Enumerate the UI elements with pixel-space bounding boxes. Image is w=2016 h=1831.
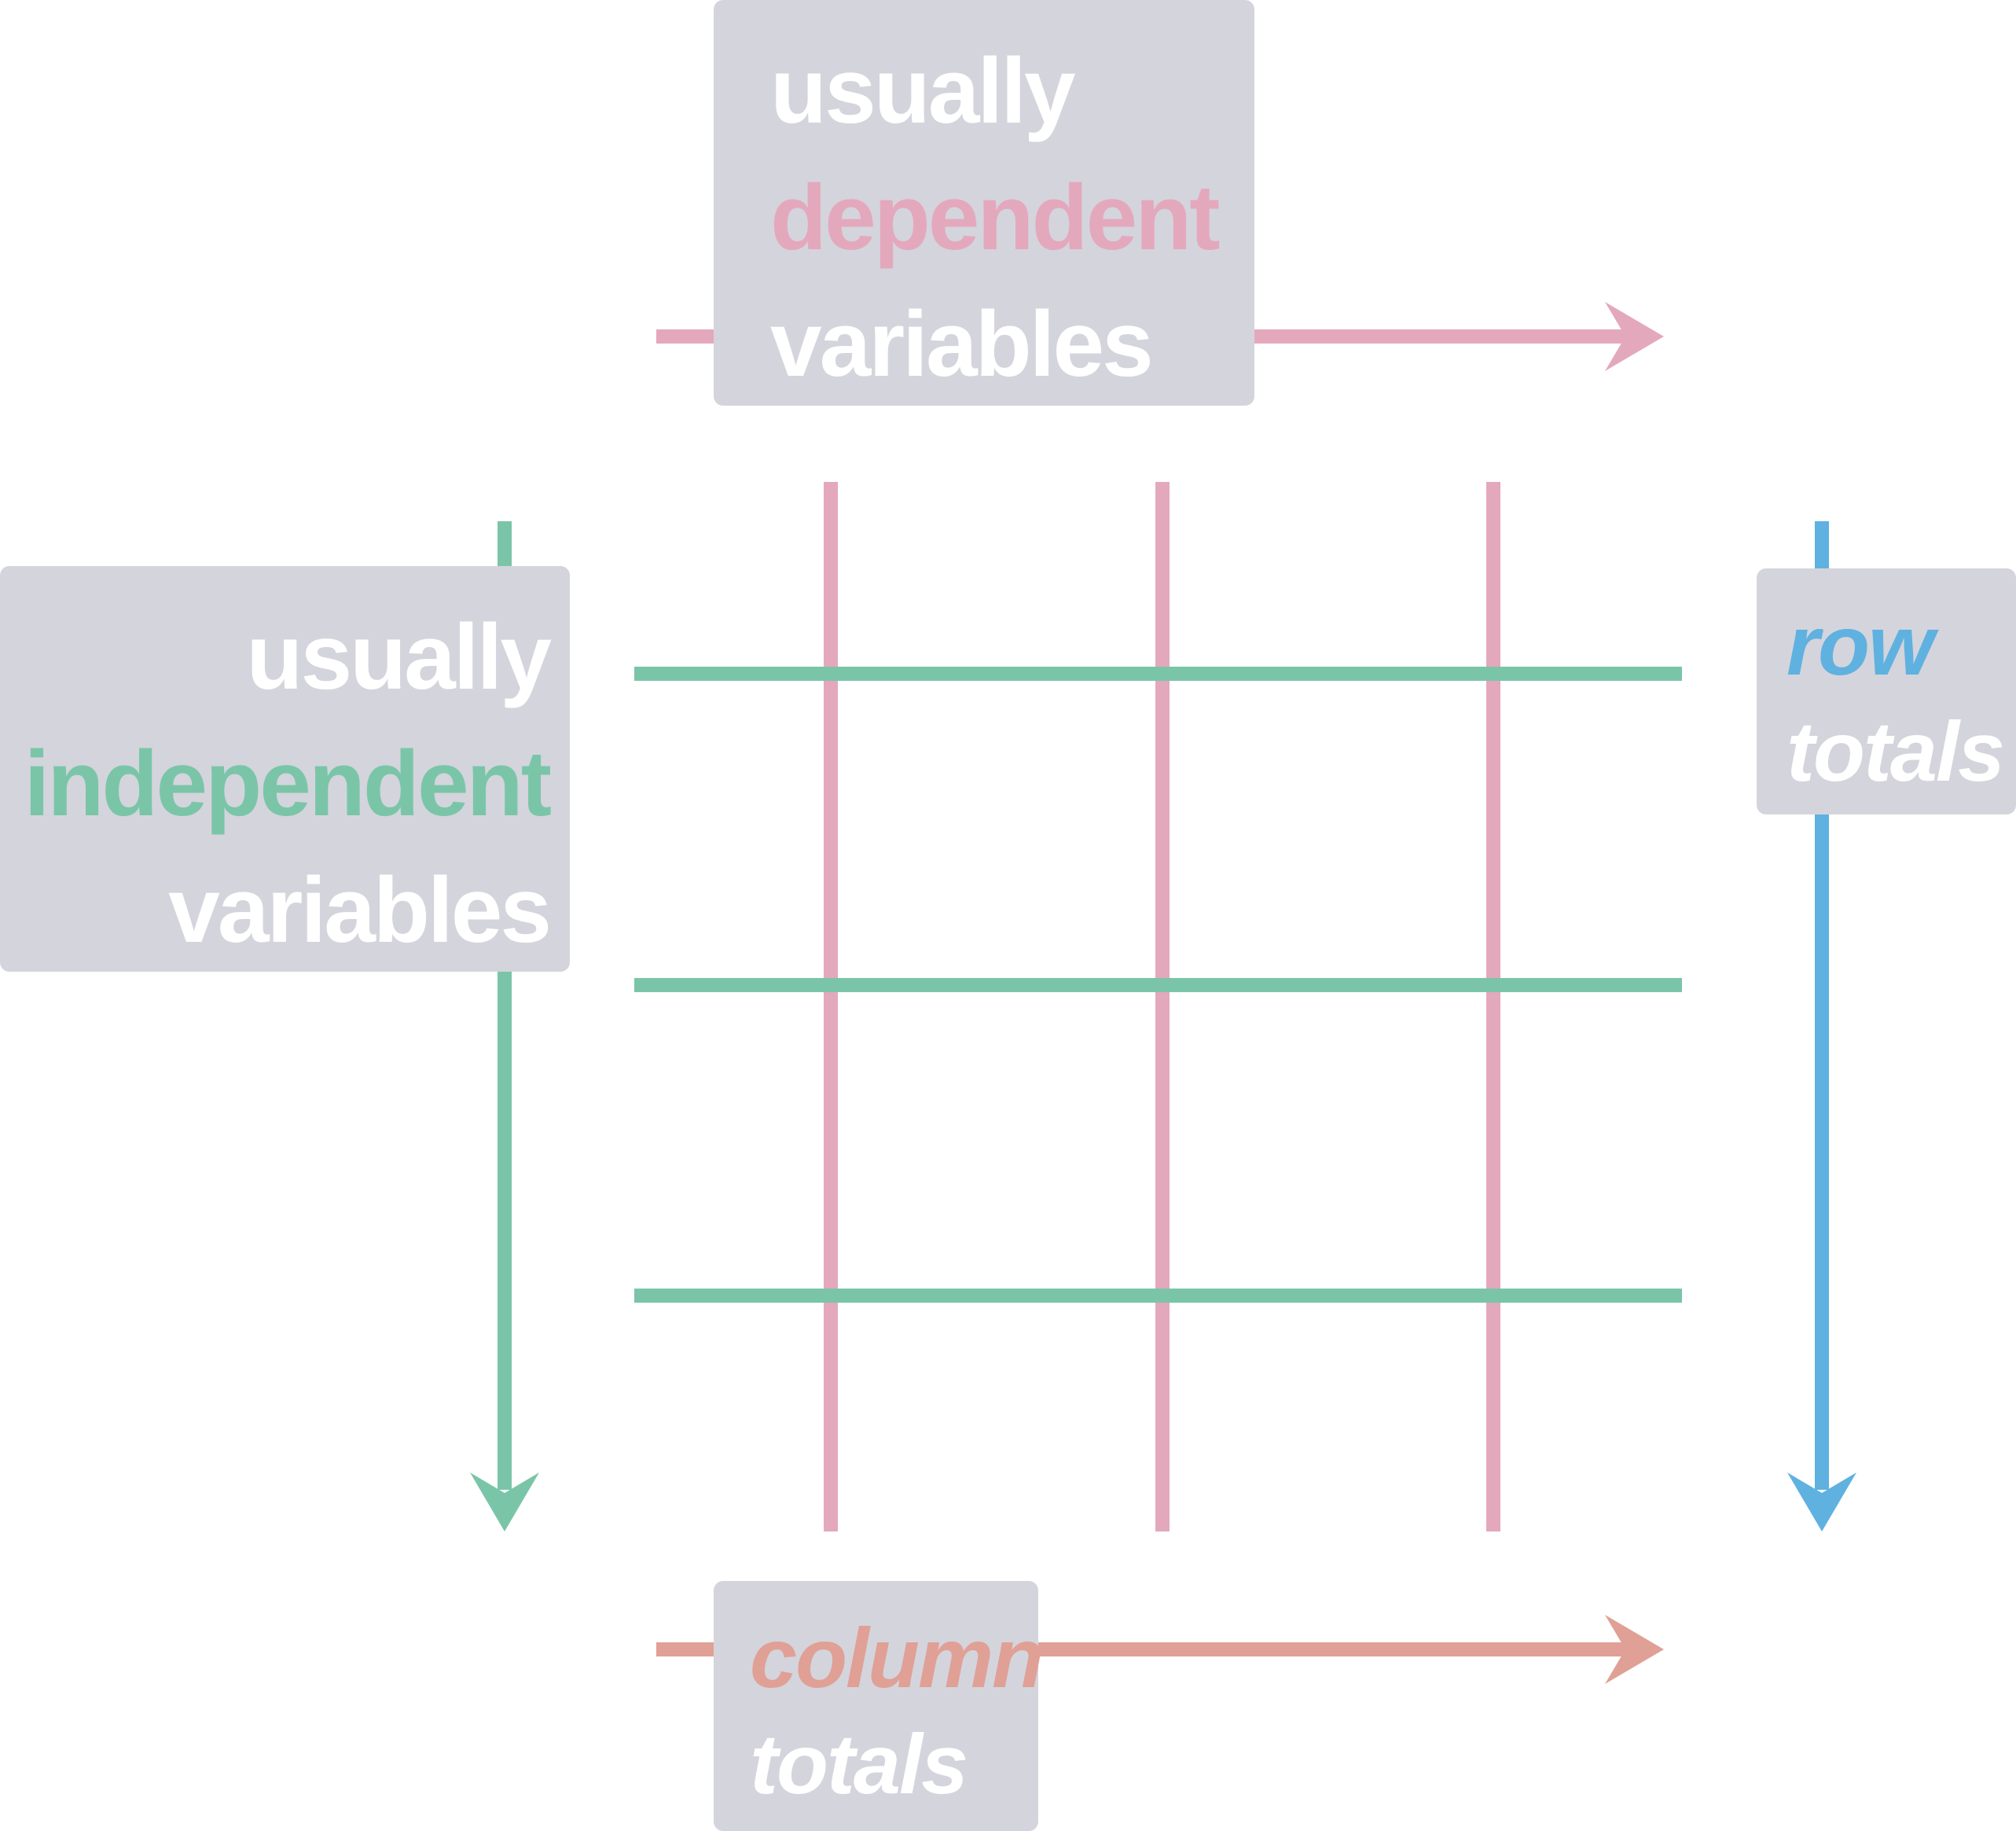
- row-totals-keyword: row: [1786, 597, 1934, 693]
- row-totals-arrowhead-icon: [1787, 1473, 1856, 1531]
- row-totals-label: row totals: [1757, 568, 2016, 814]
- dependent-variables-label: usually dependent variables: [714, 0, 1254, 406]
- grid-columns: [824, 482, 1500, 1531]
- dependent-label-line1: usually: [770, 39, 1076, 143]
- independent-variables-label: usually independent variables: [0, 566, 570, 972]
- column-totals-label: column totals: [714, 1581, 1044, 1831]
- independent-arrowhead-icon: [470, 1473, 539, 1531]
- dependent-label-line3: variables: [770, 292, 1154, 396]
- row-totals-line2: totals: [1786, 704, 2005, 799]
- dependent-label-keyword: dependent: [770, 166, 1221, 270]
- column-totals-arrowhead-icon: [1605, 1615, 1664, 1684]
- dependent-arrowhead-icon: [1605, 302, 1664, 371]
- column-totals-line2: totals: [750, 1716, 968, 1811]
- independent-label-line1: usually: [246, 605, 552, 709]
- independent-label-line3: variables: [168, 859, 552, 962]
- column-totals-keyword: column: [750, 1610, 1044, 1705]
- independent-label-keyword: independent: [24, 732, 552, 836]
- grid-rows: [634, 667, 1682, 1303]
